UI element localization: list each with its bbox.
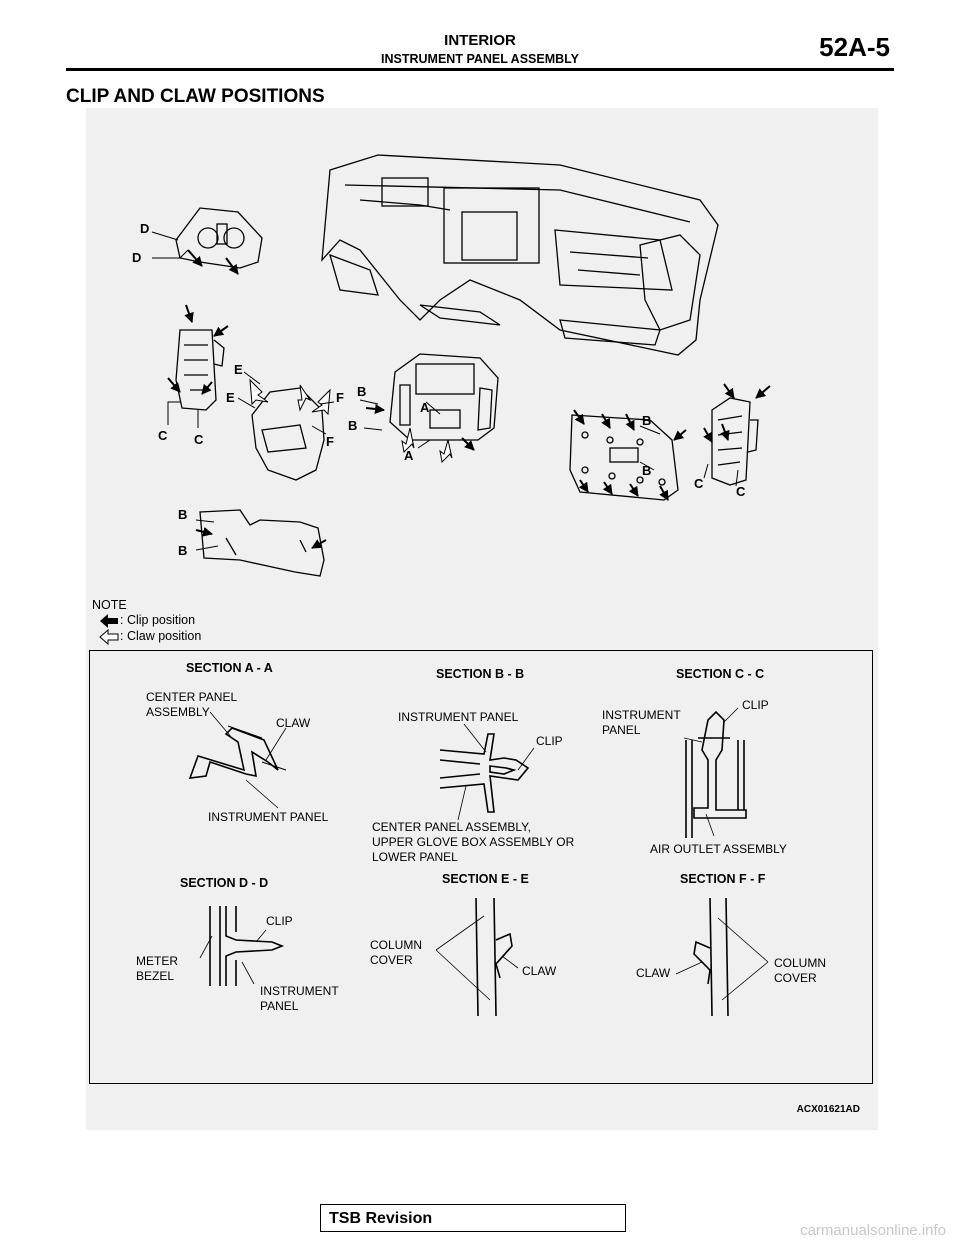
clip-label: CLIP — [742, 698, 769, 712]
instrument-panel-label: INSTRUMENT PANEL — [208, 810, 329, 824]
claw-arrows — [249, 378, 453, 464]
label-d: D — [140, 221, 150, 236]
label-c: C — [158, 428, 168, 443]
section-aa-title: SECTION A - A — [186, 661, 273, 675]
column-cover-drawing — [251, 387, 325, 481]
note-clip-position: : Clip position — [120, 613, 196, 627]
section-dd-drawing — [209, 906, 285, 986]
section-cc-drawing — [685, 710, 747, 838]
header-rule — [66, 68, 894, 71]
label-c: C — [694, 476, 704, 491]
center-panel-label: CENTER PANEL ASSEMBLY — [146, 690, 238, 719]
note-legend-icons — [99, 614, 119, 646]
left-air-outlet-drawing — [175, 329, 225, 411]
lower-panel-drawing — [569, 414, 679, 501]
column-cover-label: COLUMN COVER — [774, 956, 827, 985]
claw-label: CLAW — [276, 716, 311, 730]
claw-label: CLAW — [636, 966, 671, 980]
label-b: B — [357, 384, 367, 399]
section-aa-drawing — [188, 725, 287, 779]
section-dd-title: SECTION D - D — [180, 876, 269, 890]
claw-label: CLAW — [522, 964, 557, 978]
clip-label: CLIP — [266, 914, 293, 928]
instrument-panel-label: INSTRUMENT PANEL — [398, 710, 519, 724]
note-claw-position: : Claw position — [120, 629, 202, 643]
subsection-title: INSTRUMENT PANEL ASSEMBLY — [381, 52, 579, 66]
center-panel-assembly-label: CENTER PANEL ASSEMBLY, UPPER GLOVE BOX A… — [372, 820, 575, 864]
section-ff-title: SECTION F - F — [680, 872, 766, 886]
clip-arrows — [167, 249, 771, 549]
label-b: B — [178, 543, 188, 558]
label-c: C — [736, 484, 746, 499]
meter-bezel-drawing — [175, 207, 263, 269]
section-title: INTERIOR — [444, 32, 516, 49]
label-b: B — [642, 413, 652, 428]
section-ee-drawing — [475, 897, 513, 1017]
note-title: NOTE — [92, 598, 127, 612]
instrument-panel-drawing — [321, 154, 719, 356]
clip-label: CLIP — [536, 734, 563, 748]
label-f: F — [326, 434, 334, 449]
label-b: B — [178, 507, 188, 522]
section-leaders — [151, 231, 739, 551]
section-cc-title: SECTION C - C — [676, 667, 765, 681]
meter-bezel-label: METER BEZEL — [136, 954, 178, 983]
label-a: A — [420, 400, 430, 415]
label-f: F — [336, 390, 344, 405]
section-ff-drawing — [693, 897, 729, 1017]
instrument-panel-label: INSTRUMENT PANEL — [602, 708, 681, 737]
figure-code: ACX01621AD — [796, 1104, 860, 1115]
page-heading: CLIP AND CLAW POSITIONS — [66, 86, 325, 107]
section-bb-title: SECTION B - B — [436, 667, 525, 681]
center-panel-drawing — [389, 353, 499, 441]
watermark: carmanualsonline.info — [800, 1222, 946, 1239]
page-number: 52A-5 — [819, 32, 890, 62]
section-bb-drawing — [439, 733, 530, 813]
label-e: E — [234, 362, 243, 377]
label-a: A — [404, 448, 414, 463]
section-ee-title: SECTION E - E — [442, 872, 529, 886]
label-c: C — [194, 432, 204, 447]
column-cover-label: COLUMN COVER — [370, 938, 423, 967]
air-outlet-assembly-label: AIR OUTLET ASSEMBLY — [650, 842, 787, 856]
label-b: B — [348, 418, 358, 433]
label-e: E — [226, 390, 235, 405]
sections-panel — [89, 650, 873, 1084]
label-b: B — [642, 463, 652, 478]
label-d: D — [132, 250, 142, 265]
tsb-revision-box: TSB Revision — [320, 1204, 626, 1232]
section-leader-lines — [199, 707, 769, 1001]
instrument-panel-label: INSTRUMENT PANEL — [260, 984, 339, 1013]
